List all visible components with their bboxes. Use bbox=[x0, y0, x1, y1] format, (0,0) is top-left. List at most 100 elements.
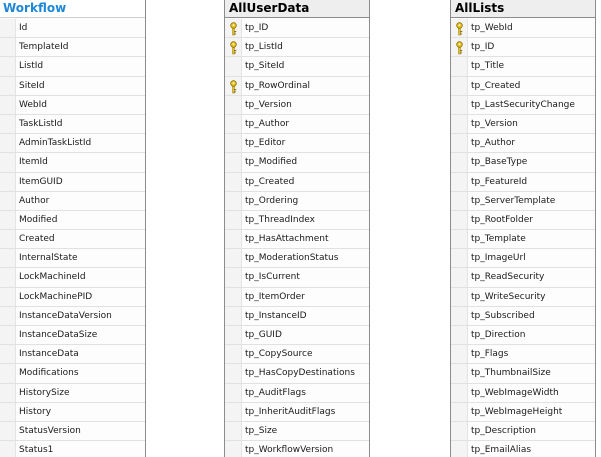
row-selector[interactable] bbox=[225, 114, 242, 134]
row-selector[interactable] bbox=[451, 210, 468, 230]
column-row[interactable]: tp_Subscribed bbox=[451, 306, 595, 326]
table-title[interactable]: AllUserData bbox=[225, 0, 369, 18]
column-row[interactable]: tp_RowOrdinal bbox=[225, 76, 369, 96]
row-selector[interactable] bbox=[0, 76, 16, 95]
column-row[interactable]: tp_WebId bbox=[451, 19, 595, 39]
column-row[interactable]: LockMachineId bbox=[0, 268, 145, 288]
row-selector[interactable] bbox=[0, 19, 16, 38]
row-selector[interactable] bbox=[225, 383, 242, 402]
column-row[interactable]: History bbox=[0, 402, 145, 422]
column-row[interactable]: tp_ListId bbox=[225, 38, 369, 58]
column-row[interactable]: Modified bbox=[0, 210, 145, 231]
row-selector[interactable] bbox=[225, 345, 242, 364]
column-row[interactable]: tp_ServerTemplate bbox=[451, 191, 595, 211]
column-row[interactable]: tp_Direction bbox=[451, 326, 595, 346]
row-selector[interactable] bbox=[0, 326, 16, 345]
column-row[interactable]: tp_LastSecurityChange bbox=[451, 95, 595, 115]
column-row[interactable]: ItemId bbox=[0, 153, 145, 173]
row-selector[interactable] bbox=[0, 441, 16, 457]
row-selector[interactable] bbox=[451, 345, 468, 364]
row-selector[interactable] bbox=[0, 57, 16, 76]
column-row[interactable]: Modifications bbox=[0, 364, 145, 384]
column-row[interactable]: tp_Editor bbox=[225, 134, 369, 154]
table-title[interactable]: AllLists bbox=[451, 0, 595, 18]
column-row[interactable]: tp_GUID bbox=[225, 326, 369, 346]
row-selector[interactable] bbox=[0, 153, 16, 172]
column-row[interactable]: tp_Author bbox=[225, 114, 369, 135]
column-row[interactable]: LockMachinePID bbox=[0, 287, 145, 307]
column-row[interactable]: tp_FeatureId bbox=[451, 172, 595, 192]
row-selector[interactable] bbox=[0, 230, 16, 249]
row-selector[interactable] bbox=[451, 191, 468, 210]
column-row[interactable]: InstanceDataVersion bbox=[0, 306, 145, 326]
column-row[interactable]: AdminTaskListId bbox=[0, 134, 145, 154]
column-row[interactable]: tp_WebImageHeight bbox=[451, 402, 595, 422]
column-row[interactable]: ItemGUID bbox=[0, 172, 145, 192]
row-selector[interactable] bbox=[0, 345, 16, 364]
row-selector[interactable] bbox=[451, 421, 468, 441]
column-row[interactable]: tp_ItemOrder bbox=[225, 287, 369, 307]
column-row[interactable]: TemplateId bbox=[0, 38, 145, 58]
row-selector[interactable] bbox=[451, 153, 468, 172]
row-selector[interactable] bbox=[451, 306, 468, 325]
row-selector[interactable] bbox=[0, 249, 16, 268]
row-selector[interactable] bbox=[451, 76, 468, 95]
column-row[interactable]: tp_WebImageWidth bbox=[451, 383, 595, 403]
row-selector[interactable] bbox=[225, 421, 242, 441]
column-row[interactable]: tp_EmailAlias bbox=[451, 441, 595, 457]
row-selector[interactable] bbox=[451, 57, 468, 76]
column-row[interactable]: tp_ImageUrl bbox=[451, 249, 595, 269]
column-row[interactable]: tp_Ordering bbox=[225, 191, 369, 211]
row-selector[interactable] bbox=[451, 326, 468, 345]
column-row[interactable]: TaskListId bbox=[0, 114, 145, 135]
row-selector[interactable] bbox=[451, 441, 468, 457]
column-row[interactable]: tp_Description bbox=[451, 421, 595, 442]
row-selector[interactable] bbox=[451, 383, 468, 402]
column-row[interactable]: Author bbox=[0, 191, 145, 211]
column-row[interactable]: StatusVersion bbox=[0, 421, 145, 442]
column-row[interactable]: tp_HasCopyDestinations bbox=[225, 364, 369, 384]
row-selector[interactable] bbox=[451, 114, 468, 134]
column-row[interactable]: tp_InstanceID bbox=[225, 306, 369, 326]
row-selector[interactable] bbox=[225, 191, 242, 210]
row-selector[interactable] bbox=[451, 134, 468, 153]
row-selector[interactable] bbox=[225, 210, 242, 230]
column-row[interactable]: tp_BaseType bbox=[451, 153, 595, 173]
column-row[interactable]: Status1 bbox=[0, 441, 145, 457]
column-row[interactable]: tp_Created bbox=[225, 172, 369, 192]
column-row[interactable]: tp_AuditFlags bbox=[225, 383, 369, 403]
column-row[interactable]: tp_Created bbox=[451, 76, 595, 96]
column-row[interactable]: HistorySize bbox=[0, 383, 145, 403]
row-selector[interactable] bbox=[225, 95, 242, 114]
row-selector[interactable] bbox=[451, 287, 468, 306]
column-row[interactable]: tp_WorkflowVersion bbox=[225, 441, 369, 457]
row-selector[interactable] bbox=[451, 249, 468, 268]
row-selector[interactable] bbox=[451, 268, 468, 287]
row-selector[interactable] bbox=[0, 364, 16, 383]
column-row[interactable]: tp_ID bbox=[225, 19, 369, 39]
column-row[interactable]: tp_Modified bbox=[225, 153, 369, 173]
row-selector[interactable] bbox=[0, 38, 16, 57]
row-selector[interactable] bbox=[0, 172, 16, 191]
row-selector[interactable] bbox=[225, 57, 242, 76]
row-selector[interactable] bbox=[0, 134, 16, 153]
row-selector[interactable] bbox=[225, 134, 242, 153]
column-row[interactable]: tp_ThreadIndex bbox=[225, 210, 369, 231]
row-selector[interactable] bbox=[0, 114, 16, 134]
column-row[interactable]: tp_Version bbox=[225, 95, 369, 115]
table-title[interactable]: Workflow bbox=[0, 0, 145, 18]
column-row[interactable]: tp_SiteId bbox=[225, 57, 369, 77]
row-selector[interactable] bbox=[225, 364, 242, 383]
column-row[interactable]: tp_HasAttachment bbox=[225, 230, 369, 250]
column-row[interactable]: Created bbox=[0, 230, 145, 250]
column-row[interactable]: InstanceDataSize bbox=[0, 326, 145, 346]
row-selector[interactable] bbox=[0, 287, 16, 306]
column-row[interactable]: InternalState bbox=[0, 249, 145, 269]
column-row[interactable]: tp_IsCurrent bbox=[225, 268, 369, 288]
column-row[interactable]: tp_WriteSecurity bbox=[451, 287, 595, 307]
row-selector[interactable] bbox=[0, 306, 16, 325]
row-selector[interactable] bbox=[225, 287, 242, 306]
